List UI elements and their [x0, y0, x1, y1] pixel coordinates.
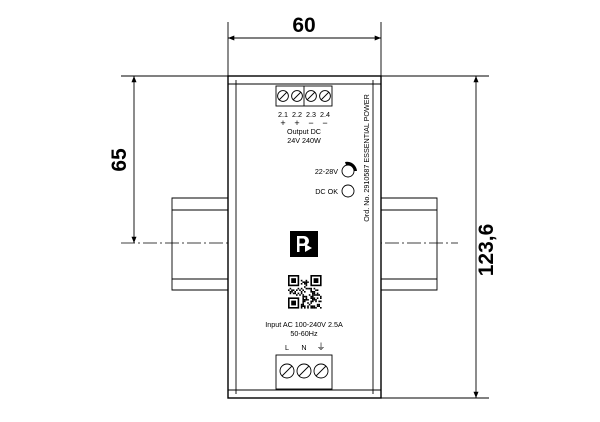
output-screw-3 [305, 90, 317, 102]
product-vertical-text: Ord. No. 2910587 ESSENTIAL POWER [362, 94, 371, 222]
output-label: Output DC [287, 127, 321, 136]
qr-code [288, 275, 322, 309]
dim-height: 123,6 [473, 76, 498, 398]
adjust-label: 22-28V [315, 167, 338, 176]
din-rail-right [381, 197, 438, 291]
output-polarity-4: − [322, 118, 327, 128]
voltage-adjust-potentiometer[interactable] [341, 161, 357, 178]
phoenix-contact-logo [290, 231, 318, 257]
output-polarity-3: − [308, 118, 313, 128]
dim-width: 60 [228, 14, 381, 41]
dim-rail-offset-value: 65 [108, 148, 131, 172]
ground-symbol-icon: ⏚ [316, 342, 325, 352]
dim-width-value: 60 [292, 14, 315, 37]
output-screw-1 [277, 90, 289, 102]
input-terminal-block [275, 354, 333, 390]
output-screw-4 [319, 90, 331, 102]
output-terminal-label-3: 2.3 [306, 110, 316, 119]
input-screw-PE [313, 363, 329, 379]
output-screw-2 [291, 90, 303, 102]
dim-height-value: 123,6 [475, 224, 498, 277]
status-label: DC OK [315, 187, 338, 196]
dim-rail-offset: 65 [108, 76, 137, 243]
din-rail-left [171, 197, 228, 291]
potentiometer-arc-icon [345, 161, 357, 171]
input-screw-L [279, 363, 295, 379]
output-terminal-label-4: 2.4 [320, 110, 330, 119]
input-screw-N [296, 363, 312, 379]
output-terminal-label-2: 2.2 [292, 110, 302, 119]
input-terminal-label-L: L [285, 343, 289, 352]
input-terminal-label-N: N [301, 343, 306, 352]
output-rating: 24V 240W [287, 136, 321, 145]
input-frequency: 50-60Hz [290, 329, 318, 338]
dc-ok-led-icon [341, 184, 355, 198]
input-label: Input AC 100-240V 2.5A [265, 320, 343, 329]
output-polarity-2: + [294, 118, 299, 128]
output-terminal-label-1: 2.1 [278, 110, 288, 119]
output-polarity-1: + [280, 118, 285, 128]
output-terminal-block [275, 85, 333, 107]
